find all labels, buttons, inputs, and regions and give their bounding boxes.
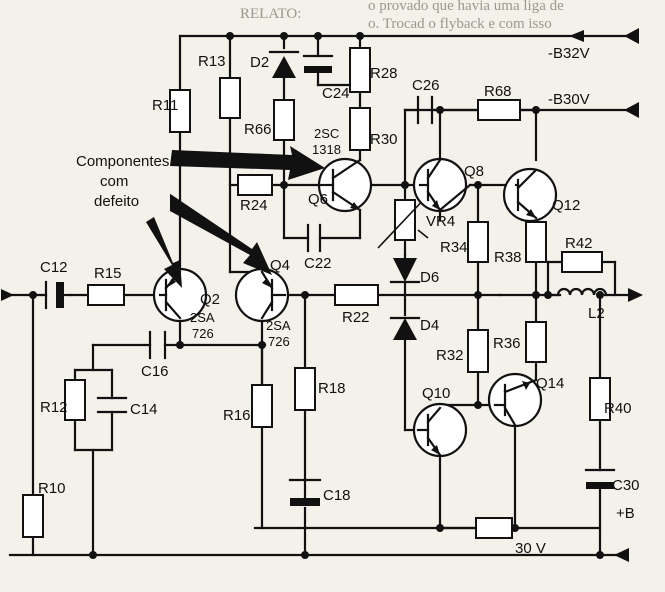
label-c22: C22 xyxy=(304,255,332,272)
bg-relato: RELATO: xyxy=(240,6,301,22)
label-q4-num: 726 xyxy=(268,334,290,349)
label-r38: R38 xyxy=(494,249,522,266)
label-q2: Q2 xyxy=(200,291,220,308)
resistor-r13 xyxy=(219,77,241,119)
resistor-r11 xyxy=(169,89,191,133)
label-q4-type: 2SA xyxy=(266,318,291,333)
label-r16: R16 xyxy=(223,407,251,424)
label-r32: R32 xyxy=(436,347,464,364)
bg-right-2: o. Trocad o flyback e com isso xyxy=(368,16,552,32)
rail-label-b30: -B30V xyxy=(548,91,590,108)
wiring xyxy=(8,34,642,557)
label-c18: C18 xyxy=(323,487,351,504)
label-r30: R30 xyxy=(370,131,398,148)
resistor-r18 xyxy=(294,367,316,411)
resistor-bodies xyxy=(22,47,611,539)
label-r12: R12 xyxy=(40,399,68,416)
resistor-r15 xyxy=(87,284,125,306)
resistor-r32 xyxy=(467,329,489,373)
label-r66: R66 xyxy=(244,121,272,138)
resistor-r22 xyxy=(334,284,379,306)
label-r22: R22 xyxy=(342,309,370,326)
label-r15: R15 xyxy=(94,265,122,282)
diode-symbols xyxy=(268,50,421,340)
resistor-r24 xyxy=(237,174,273,196)
label-q2-type: 2SA xyxy=(190,310,215,325)
label-r68: R68 xyxy=(484,83,512,100)
resistor-r10 xyxy=(22,494,44,538)
label-r24: R24 xyxy=(240,197,268,214)
defect-arrows xyxy=(146,146,325,288)
background-page-text: RELATO: o provado que havia uma liga de … xyxy=(240,0,564,32)
label-r40: R40 xyxy=(604,400,632,417)
label-d2: D2 xyxy=(250,54,269,71)
label-q4: Q4 xyxy=(270,257,290,274)
resistor-30v xyxy=(475,517,513,539)
resistor-r40 xyxy=(589,377,611,421)
resistor-r16 xyxy=(251,384,273,428)
inductor-l2-coil xyxy=(556,287,608,297)
label-r18: R18 xyxy=(318,380,346,397)
label-r10: R10 xyxy=(38,480,66,497)
label-q6-type: 2SC xyxy=(314,126,339,141)
label-q6-num: 1318 xyxy=(312,142,341,157)
label-c12: C12 xyxy=(40,259,68,276)
label-c16: C16 xyxy=(141,363,169,380)
resistor-r28 xyxy=(349,47,371,93)
diode-d6 xyxy=(393,258,417,282)
label-c26: C26 xyxy=(412,77,440,94)
resistor-r68 xyxy=(477,99,521,121)
annotation-line-2: com xyxy=(100,173,128,190)
diode-d4 xyxy=(393,318,417,340)
resistor-r42 xyxy=(561,251,603,273)
annotation-line-1: Componentes xyxy=(76,153,169,170)
diode-d2 xyxy=(272,56,296,78)
annotation-line-3: defeito xyxy=(94,193,139,210)
label-q10: Q10 xyxy=(422,385,450,402)
label-r36: R36 xyxy=(493,335,521,352)
label-q14: Q14 xyxy=(536,375,564,392)
resistor-r38 xyxy=(525,221,547,263)
rail-label-30v: 30 V xyxy=(515,540,546,557)
label-d4: D4 xyxy=(420,317,439,334)
rail-label-b32: -B32V xyxy=(548,45,590,62)
label-q2-num: 726 xyxy=(192,326,214,341)
transistor-symbols xyxy=(152,157,558,458)
resistor-r66 xyxy=(273,99,295,141)
label-l2: L2 xyxy=(588,305,605,322)
resistor-r34 xyxy=(467,221,489,263)
junction-dots xyxy=(29,32,604,559)
resistor-r36 xyxy=(525,321,547,363)
resistor-r30 xyxy=(349,107,371,151)
bg-right-1: o provado que havia uma liga de xyxy=(368,0,564,14)
label-r13: R13 xyxy=(198,53,226,70)
label-q12: Q12 xyxy=(552,197,580,214)
defect-annotation: Componentes com defeito xyxy=(70,148,170,214)
label-r11: R11 xyxy=(152,97,178,114)
label-vr4: VR4 xyxy=(426,213,455,230)
label-q8: Q8 xyxy=(464,163,484,180)
label-q6: Q6 xyxy=(308,191,328,208)
resistor-r12 xyxy=(64,379,86,421)
label-r34: R34 xyxy=(440,239,468,256)
label-r28: R28 xyxy=(370,65,398,82)
label-c30: C30 xyxy=(612,477,640,494)
label-c14: C14 xyxy=(130,401,158,418)
label-d6: D6 xyxy=(420,269,439,286)
capacitor-plates xyxy=(40,54,616,506)
labels: -B32V -B30V 30 V +B R10 R11 R12 R13 R15 … xyxy=(38,45,640,557)
label-r42: R42 xyxy=(565,235,593,252)
label-c24: C24 xyxy=(322,85,350,102)
rail-arrows xyxy=(1,28,643,562)
rail-label-plus-b: +B xyxy=(616,505,635,522)
